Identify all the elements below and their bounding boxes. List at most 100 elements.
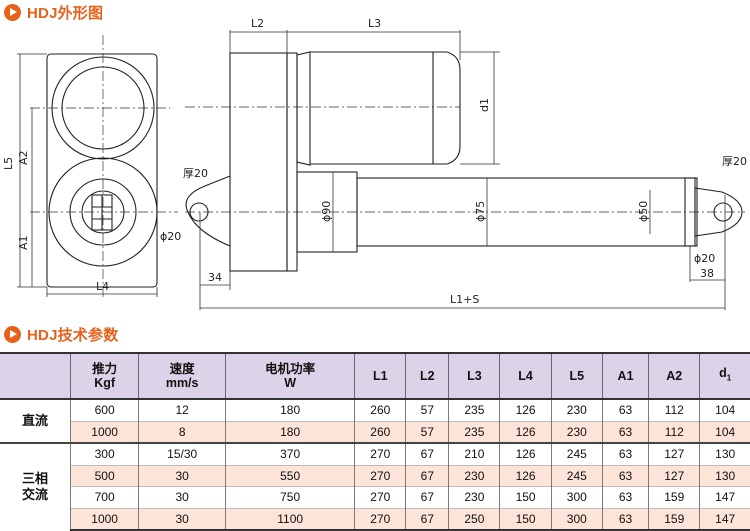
header-l2: L2 <box>405 352 449 400</box>
table-cell: 112 <box>648 420 700 443</box>
table-cell: 500 <box>69 464 139 487</box>
group-label: 直流 <box>0 398 71 443</box>
header-type <box>0 352 71 400</box>
table-cell: 1000 <box>69 507 139 531</box>
table-cell: 1100 <box>225 507 355 531</box>
table-cell: 300 <box>550 507 603 531</box>
table-cell: 12 <box>138 398 226 421</box>
table-cell: 230 <box>448 486 500 508</box>
dim-dia90: ϕ90 <box>320 201 333 222</box>
table-cell: 250 <box>448 507 500 531</box>
table-cell: 245 <box>550 464 603 487</box>
dim-thick-left: 厚20 <box>183 167 208 180</box>
table-cell: 57 <box>405 420 449 443</box>
dim-l5: L5 <box>2 157 15 170</box>
table-cell: 67 <box>405 442 449 465</box>
table-cell: 63 <box>601 442 649 465</box>
group-label: 三相交流 <box>0 442 71 530</box>
table-cell: 150 <box>499 507 552 531</box>
outer-tube <box>356 177 698 247</box>
table-cell: 15/30 <box>138 442 226 465</box>
dim-l4: L4 <box>96 280 109 293</box>
dim-a2: A2 <box>17 150 30 165</box>
dim-38: 38 <box>700 267 714 280</box>
play-bullet-icon <box>4 325 21 343</box>
table-cell: 300 <box>550 486 603 508</box>
table-cell: 30 <box>138 486 226 508</box>
table-cell: 147 <box>699 486 750 508</box>
table-cell: 67 <box>405 486 449 508</box>
table-cell: 127 <box>648 442 700 465</box>
dim-d1: d1 <box>478 98 491 112</box>
table-cell: 63 <box>601 486 649 508</box>
table-cell: 159 <box>648 507 700 531</box>
front-clevis <box>694 187 743 237</box>
table-cell: 230 <box>550 398 603 421</box>
table-cell: 126 <box>499 420 552 443</box>
header-l1: L1 <box>354 352 406 400</box>
table-cell: 104 <box>699 398 750 421</box>
table-cell: 180 <box>225 398 355 421</box>
motor-body <box>310 51 461 165</box>
table-cell: 126 <box>499 464 552 487</box>
table-cell: 245 <box>550 442 603 465</box>
section-title-text: HDJ外形图 <box>27 4 104 22</box>
section-title-outline: HDJ外形图 <box>4 1 103 23</box>
dim-dia75: ϕ75 <box>474 201 487 222</box>
table-cell: 270 <box>354 486 406 508</box>
table-cell: 126 <box>499 398 552 421</box>
table-cell: 63 <box>601 398 649 421</box>
header-d1: d1 <box>699 352 750 400</box>
table-cell: 63 <box>601 420 649 443</box>
header-a1: A1 <box>601 352 649 400</box>
table-cell: 112 <box>648 398 700 421</box>
table-cell: 600 <box>69 398 139 421</box>
dim-l1s: L1+S <box>450 293 479 306</box>
table-cell: 130 <box>699 442 750 465</box>
header-a2: A2 <box>648 352 700 400</box>
dim-dia50: ϕ50 <box>637 201 650 222</box>
table-cell: 150 <box>499 486 552 508</box>
header-l3: L3 <box>448 352 500 400</box>
table-cell: 126 <box>499 442 552 465</box>
table-cell: 67 <box>405 464 449 487</box>
dim-l3: L3 <box>368 17 381 30</box>
table-cell: 260 <box>354 398 406 421</box>
dim-dia-right: ϕ20 <box>694 252 715 265</box>
rear-clevis <box>185 175 231 247</box>
table-cell: 104 <box>699 420 750 443</box>
table-cell: 8 <box>138 420 226 443</box>
section-title-specs: HDJ技术参数 <box>4 323 118 345</box>
technical-drawing: L5 A2 A1 L4 L2 L3 d1 厚20 ϕ20 34 ϕ90 ϕ75 … <box>2 17 747 310</box>
dim-thick-right: 厚20 <box>722 155 747 168</box>
table-cell: 235 <box>448 398 500 421</box>
table-cell: 30 <box>138 507 226 531</box>
table-cell: 230 <box>448 464 500 487</box>
table-cell: 63 <box>601 464 649 487</box>
table-cell: 300 <box>69 442 139 465</box>
table-cell: 370 <box>225 442 355 465</box>
header-l5: L5 <box>550 352 603 400</box>
table-cell: 127 <box>648 464 700 487</box>
table-cell: 550 <box>225 464 355 487</box>
dim-a1: A1 <box>17 235 30 250</box>
table-cell: 270 <box>354 442 406 465</box>
table-cell: 270 <box>354 507 406 531</box>
table-cell: 270 <box>354 464 406 487</box>
dim-dia-left: ϕ20 <box>160 230 181 243</box>
table-cell: 230 <box>550 420 603 443</box>
table-cell: 1000 <box>69 420 139 443</box>
table-cell: 180 <box>225 420 355 443</box>
header-l4: L4 <box>499 352 552 400</box>
table-cell: 63 <box>601 507 649 531</box>
dim-l2: L2 <box>251 17 264 30</box>
